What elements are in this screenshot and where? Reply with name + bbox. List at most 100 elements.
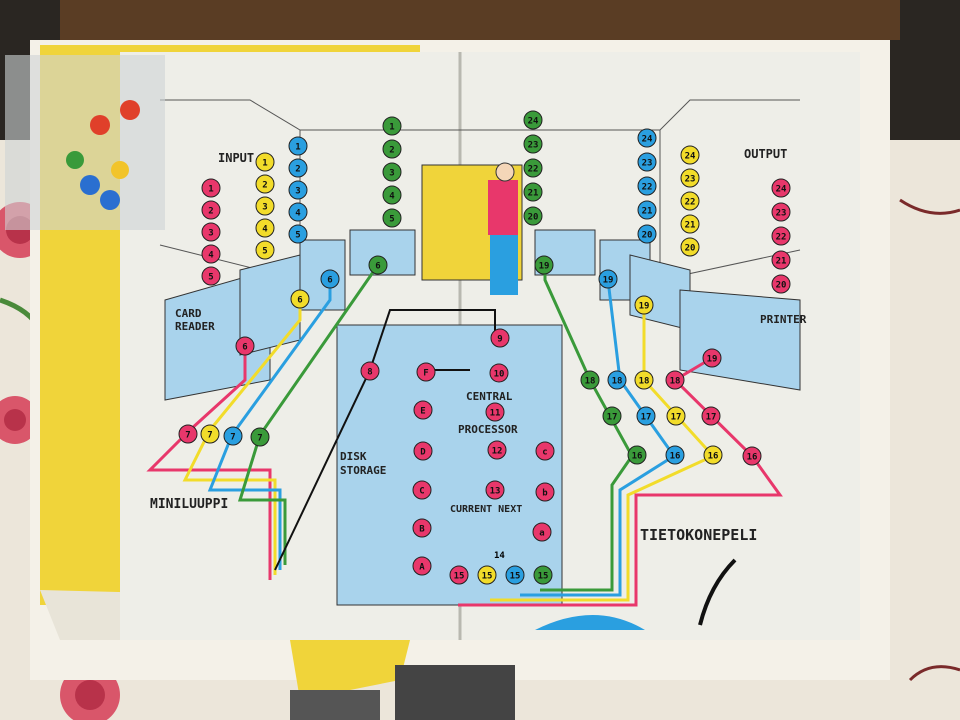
game-title: TIETOKONEPELI <box>640 526 757 544</box>
letter-token-left-1: E <box>413 400 433 420</box>
token-eleven: 11 <box>485 402 505 422</box>
disk-label-2: STORAGE <box>340 464 386 477</box>
token-seventeen-0-label: 17 <box>607 413 618 423</box>
yellow-input-token-0: 1 <box>255 152 275 172</box>
token-sixteen-2-label: 16 <box>708 452 719 462</box>
yellow-output-token-3-label: 21 <box>685 221 696 231</box>
bottom-shapes <box>290 615 645 720</box>
yellow-output-token-0-label: 24 <box>685 152 696 162</box>
miniluuppi-label: MINILUUPPI <box>150 497 228 512</box>
green-input-token-2-label: 3 <box>389 169 394 179</box>
green-output-token-4: 20 <box>523 206 543 226</box>
blue-output-token-4: 20 <box>637 224 657 244</box>
yellow-output-token-1-label: 23 <box>685 175 696 185</box>
blue-output-token-3-label: 21 <box>642 207 653 217</box>
token-eighteen-2: 18 <box>634 370 654 390</box>
token-seventeen-0: 17 <box>602 406 622 426</box>
token-nineteen-1: 19 <box>598 269 618 289</box>
token-fifteen-3: 15 <box>533 565 553 585</box>
green-output-token-2-label: 22 <box>528 165 539 175</box>
red-input-token-4-label: 5 <box>208 273 213 283</box>
current-next-label: CURRENT NEXT <box>450 504 522 515</box>
red-input-token-4: 5 <box>201 266 221 286</box>
token-ten: 10 <box>489 363 509 383</box>
red-input-token-2-label: 3 <box>208 229 213 239</box>
token-seventeen-2-label: 17 <box>671 413 682 423</box>
letter-token-left-0-label: F <box>423 369 428 379</box>
green-output-token-3-label: 21 <box>528 189 539 199</box>
yellow-output-token-2: 22 <box>680 191 700 211</box>
red-output-token-4-label: 20 <box>776 281 787 291</box>
red-input-token-0: 1 <box>201 178 221 198</box>
token-seven-0-label: 7 <box>185 431 190 441</box>
yellow-input-token-2-label: 3 <box>262 203 267 213</box>
disk-label-1: DISK <box>340 450 367 463</box>
token-sixteen-1: 16 <box>665 445 685 465</box>
token-fifteen-1: 15 <box>477 565 497 585</box>
input-label: INPUT <box>218 151 254 165</box>
token-seven-3: 7 <box>250 427 270 447</box>
token-fourteen: 14 <box>494 551 505 561</box>
green-input-token-4: 5 <box>382 208 402 228</box>
token-sixteen-2: 16 <box>703 445 723 465</box>
token-seven-1-label: 7 <box>207 431 212 441</box>
printer-label: PRINTER <box>760 313 807 326</box>
token-seventeen-3: 17 <box>701 406 721 426</box>
red-input-token-1: 2 <box>201 200 221 220</box>
blue-input-token-4: 5 <box>288 224 308 244</box>
token-seventeen-3-label: 17 <box>706 413 717 423</box>
blue-output-token-1: 23 <box>637 152 657 172</box>
letter-token-left-2-label: D <box>420 448 426 458</box>
letter-token-left-2: D <box>413 441 433 461</box>
token-nineteen-3-label: 19 <box>707 355 718 365</box>
central-label-2: PROCESSOR <box>458 423 518 436</box>
central-label-1: CENTRAL <box>466 390 513 403</box>
card-reader-label-2: READER <box>175 320 215 333</box>
red-output-token-3: 21 <box>771 250 791 270</box>
token-nineteen-1-label: 19 <box>603 276 614 286</box>
letter-token-left-4: B <box>412 518 432 538</box>
letter-token-left-3: C <box>412 480 432 500</box>
board-labels: INPUT OUTPUT CARD READER PRINTER CENTRAL… <box>150 147 807 544</box>
letter-token-right-2-label: a <box>539 529 544 539</box>
token-twelve: 12 <box>487 440 507 460</box>
letter-token-right-2: a <box>532 522 552 542</box>
green-input-token-3-label: 4 <box>389 192 395 202</box>
green-input-token-3: 4 <box>382 185 402 205</box>
green-output-token-1: 23 <box>523 134 543 154</box>
green-input-token-0-label: 1 <box>389 123 394 133</box>
yellow-output-token-4: 20 <box>680 237 700 257</box>
token-six-2-label: 6 <box>327 276 332 286</box>
token-eighteen-0-label: 18 <box>585 377 596 387</box>
token-eighteen-2-label: 18 <box>639 377 650 387</box>
yellow-input-token-4-label: 5 <box>262 247 267 257</box>
blue-input-token-0: 1 <box>288 136 308 156</box>
green-output-token-0: 24 <box>523 110 543 130</box>
yellow-output-token-1: 23 <box>680 168 700 188</box>
token-ten-label: 10 <box>494 370 505 380</box>
green-output-token-1-label: 23 <box>528 141 539 151</box>
red-input-token-3-label: 4 <box>208 251 214 261</box>
red-output-token-1: 23 <box>771 202 791 222</box>
token-nineteen-0-label: 19 <box>539 262 550 272</box>
token-six-1: 6 <box>290 289 310 309</box>
token-fifteen-2: 15 <box>505 565 525 585</box>
red-input-token-1-label: 2 <box>208 207 213 217</box>
output-label: OUTPUT <box>744 147 787 161</box>
red-output-token-0-label: 24 <box>776 185 787 195</box>
red-output-token-2-label: 22 <box>776 233 787 243</box>
letter-token-right-0: c <box>535 441 555 461</box>
letter-token-right-0-label: c <box>542 448 547 458</box>
arrow-decoration <box>698 558 737 626</box>
yellow-input-token-1-label: 2 <box>262 181 267 191</box>
green-output-token-0-label: 24 <box>528 117 539 127</box>
token-nineteen-2: 19 <box>634 295 654 315</box>
red-output-token-4: 20 <box>771 274 791 294</box>
token-fifteen-3-label: 15 <box>538 572 549 582</box>
token-six-3-label: 6 <box>375 262 380 272</box>
token-seventeen-2: 17 <box>666 406 686 426</box>
blue-input-token-3-label: 4 <box>295 209 301 219</box>
token-nineteen-0: 19 <box>534 255 554 275</box>
token-sixteen-3: 16 <box>742 446 762 466</box>
